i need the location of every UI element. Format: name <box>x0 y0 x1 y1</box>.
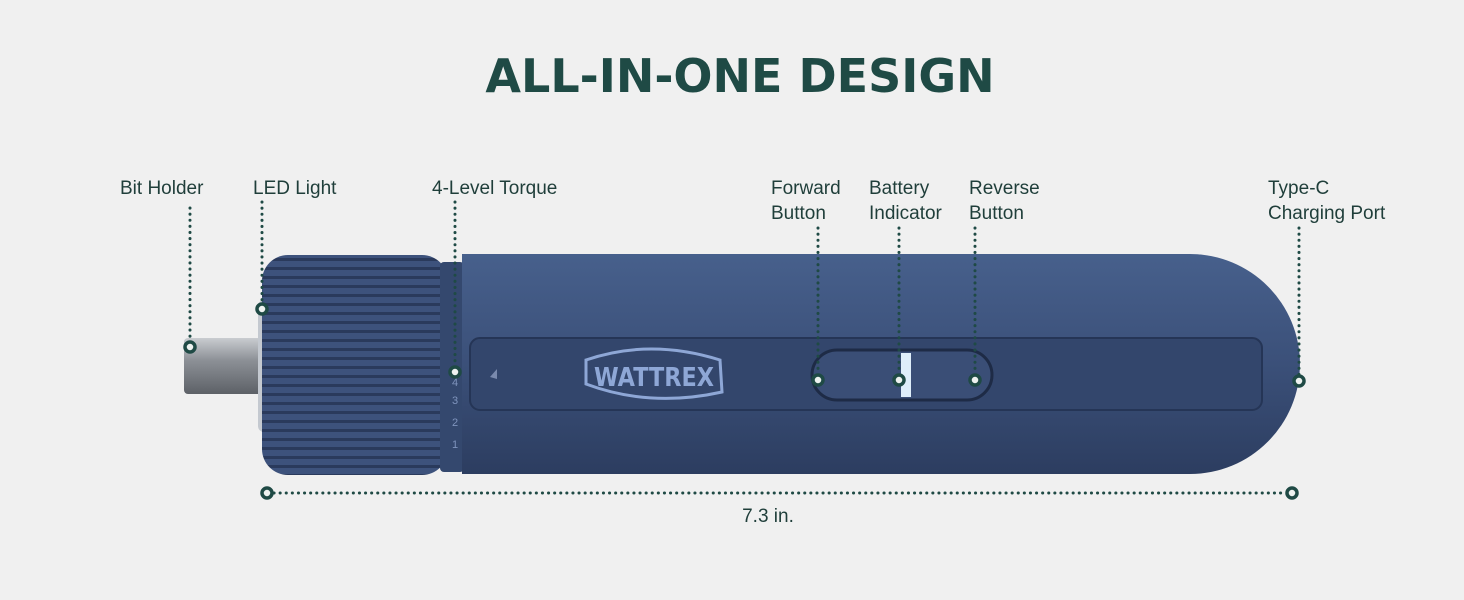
screwdriver: 1 2 3 4 WATTREX <box>184 254 1300 475</box>
callout-markers <box>183 302 1306 500</box>
torque-mark-1: 1 <box>452 439 458 451</box>
marker-bit-holder <box>183 340 197 354</box>
callout-lines <box>188 200 1301 495</box>
wattrex-logo: WATTREX <box>584 347 724 400</box>
torque-mark-2: 2 <box>452 417 458 429</box>
marker-forward <box>811 373 825 387</box>
label-torque: 4-Level Torque <box>432 178 557 199</box>
label-type-c-1: Type-C <box>1268 178 1329 199</box>
torque-scale: 1 2 3 4 <box>452 377 458 451</box>
torque-mark-3: 3 <box>452 395 458 407</box>
label-forward-1: Forward <box>771 178 841 199</box>
marker-type-c <box>1292 374 1306 388</box>
dimension-label: 7.3 in. <box>742 506 794 527</box>
marker-torque <box>448 365 462 379</box>
torque-mark-4: 4 <box>452 377 458 389</box>
label-type-c-2: Charging Port <box>1268 203 1386 224</box>
knurled-collar <box>262 255 448 475</box>
dimension-start <box>260 486 274 500</box>
arrow-marker-icon <box>490 369 497 379</box>
marker-battery <box>892 373 906 387</box>
label-reverse-1: Reverse <box>969 178 1040 199</box>
battery-indicator <box>901 353 911 397</box>
label-reverse-2: Button <box>969 203 1024 224</box>
dimension-end <box>1285 486 1299 500</box>
label-led-light: LED Light <box>253 178 337 199</box>
label-battery-2: Indicator <box>869 203 943 224</box>
logo-text: WATTREX <box>594 363 714 393</box>
marker-reverse <box>968 373 982 387</box>
bit-holder <box>184 338 274 394</box>
label-forward-2: Button <box>771 203 826 224</box>
page-title: ALL-IN-ONE DESIGN <box>485 49 994 103</box>
label-bit-holder: Bit Holder <box>120 178 204 199</box>
label-battery-1: Battery <box>869 178 930 199</box>
marker-led-light <box>255 302 269 316</box>
